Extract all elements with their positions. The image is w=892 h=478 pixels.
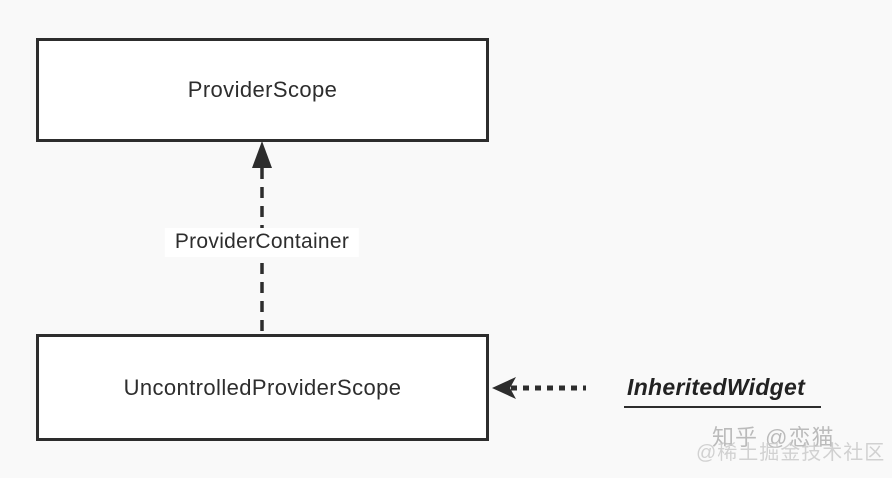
watermark-zhihu: 知乎 @恋猫 xyxy=(712,425,835,450)
node-provider-scope-label: ProviderScope xyxy=(187,77,338,102)
node-uncontrolled-provider-scope-label: UncontrolledProviderScope xyxy=(123,374,402,400)
edge-label-provider-container: ProviderContainer xyxy=(164,228,360,257)
node-uncontrolled-provider-scope: UncontrolledProviderScope xyxy=(36,334,489,441)
watermark-juejin: @稀土掘金技术社区 xyxy=(696,442,886,464)
annotation-inherited-widget: InheritedWidget xyxy=(624,374,822,408)
dotted-left-arrow xyxy=(492,377,586,399)
node-provider-scope: ProviderScope xyxy=(36,38,489,142)
